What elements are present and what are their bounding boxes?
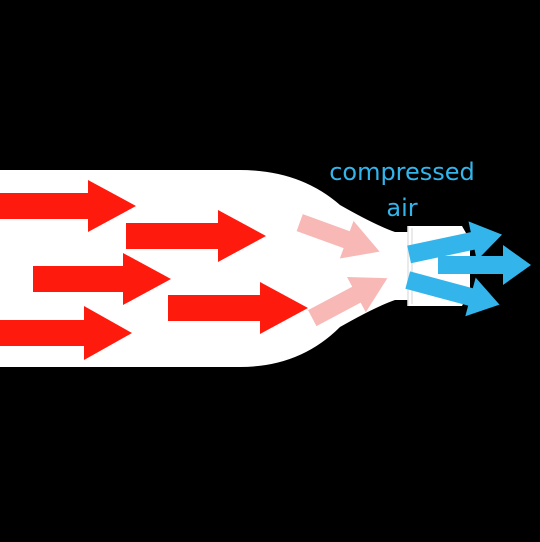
pink-arrow [296,214,380,259]
bottle-neck-ridge [407,226,413,306]
red-arrow [126,210,266,262]
red-arrow [0,180,136,232]
red-arrow [168,282,308,334]
blue-arrow [405,271,500,317]
blue-arrow [438,245,531,285]
compressed-air-label-line1: compressed [329,158,475,186]
pink-arrow [308,276,388,327]
red-arrow [0,306,132,360]
red-arrow [33,253,171,305]
blue-arrow [407,221,503,264]
compressed-air-label-line2: air [386,194,418,222]
bottle-shape [0,170,470,367]
